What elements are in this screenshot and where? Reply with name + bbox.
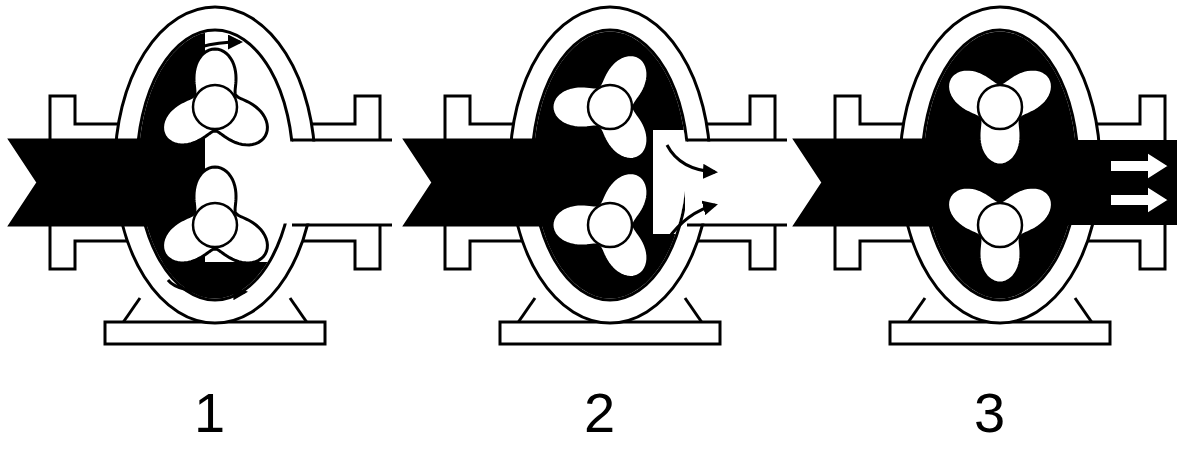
rotor-hub	[193, 85, 237, 129]
rotor-hub	[588, 203, 632, 247]
stage-number: 2	[584, 385, 615, 441]
rotor-hub	[588, 85, 632, 129]
rotor-hub	[978, 203, 1022, 247]
flow-arrow	[168, 280, 245, 293]
outlet-pipe	[282, 142, 392, 224]
pump-stage-1	[0, 0, 392, 400]
flow-arrow	[172, 42, 240, 62]
outflow-arrow	[1110, 152, 1169, 180]
inlet-pipe	[795, 140, 935, 225]
flow-arrow	[667, 145, 715, 172]
outflow-arrow	[1110, 186, 1169, 214]
fluid	[395, 0, 795, 400]
inlet-pipe	[405, 140, 545, 225]
flow-arrow	[667, 205, 715, 240]
rotor-lobe	[948, 69, 1053, 165]
rotor-lobe	[163, 167, 268, 263]
rotor-hub	[193, 203, 237, 247]
rotor-lobe	[948, 187, 1053, 283]
rotor-lobe	[552, 55, 648, 160]
stage-number: 3	[974, 385, 1005, 441]
outlet-pipe	[1065, 140, 1177, 225]
rotor-hub	[978, 85, 1022, 129]
pump-stage-2	[395, 0, 795, 400]
inlet-pipe	[10, 140, 150, 225]
stage-number: 1	[194, 385, 225, 441]
rotor-lobe	[163, 49, 268, 145]
pump-stage-3	[785, 0, 1185, 400]
fluid	[0, 0, 290, 400]
fluid	[785, 0, 1185, 400]
rotor-lobe	[552, 173, 648, 278]
